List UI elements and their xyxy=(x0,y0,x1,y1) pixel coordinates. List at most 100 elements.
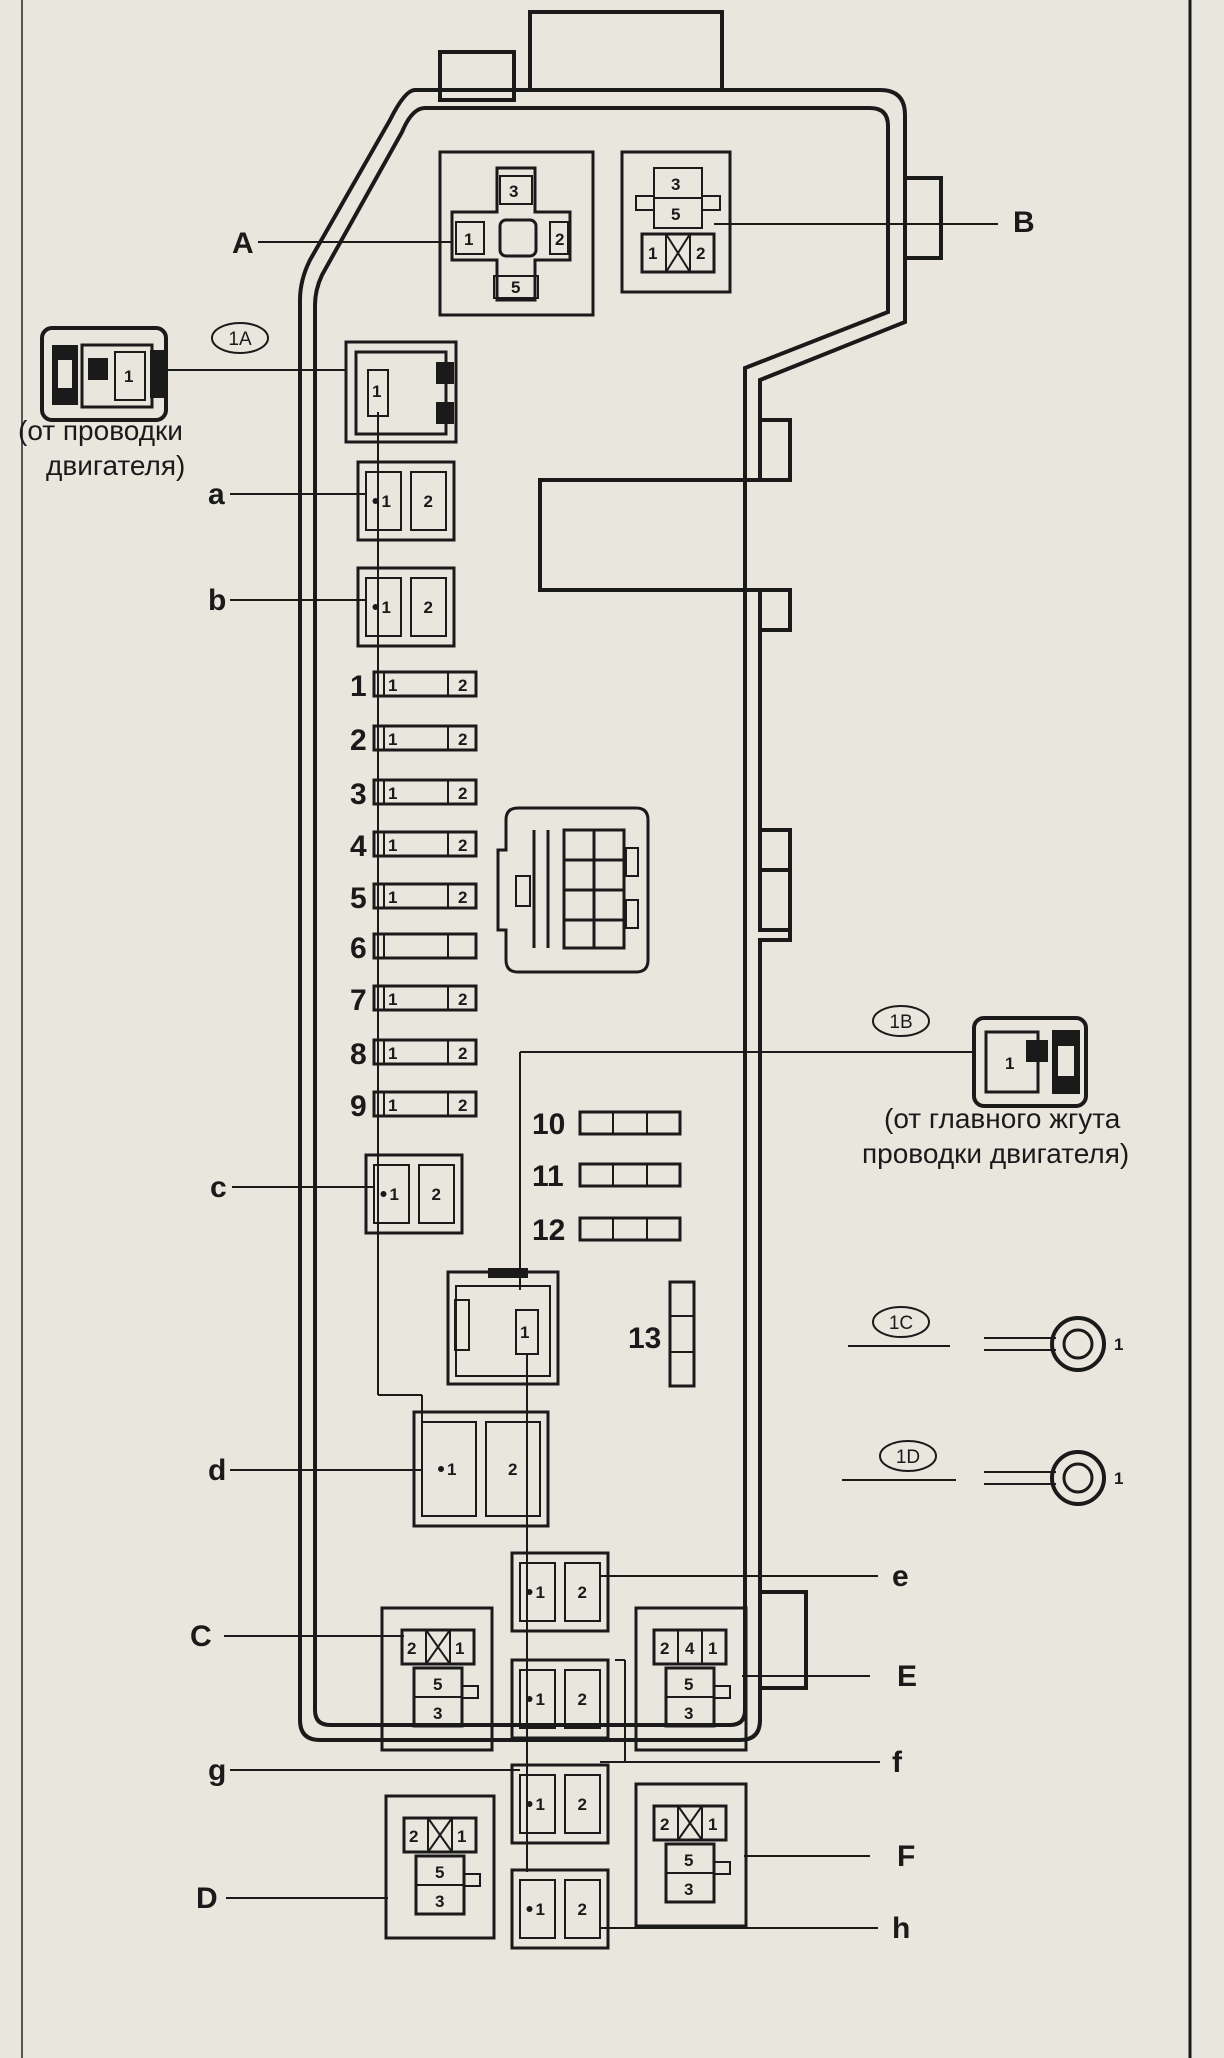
mini-fuse-5-pin-1: 1 xyxy=(388,888,397,907)
spare-fuse-13: 13 xyxy=(628,1280,696,1388)
fuse-g-pin-1: 1 xyxy=(536,1795,545,1814)
relay-C-label: C xyxy=(190,1620,212,1653)
mini-fuse-8-pin-1: 1 xyxy=(388,1044,397,1063)
relay-C-pin-1: 1 xyxy=(455,1639,464,1658)
fuse-f-pin-1: 1 xyxy=(536,1690,545,1709)
connector-1D-id: 1D xyxy=(896,1447,920,1468)
connector-1C-pin-1: 1 xyxy=(1114,1335,1123,1354)
mini-fuse-3-label: 3 xyxy=(350,778,367,811)
spare-fuse-10: 10 xyxy=(532,1108,682,1141)
spare-fuse-12-label: 12 xyxy=(532,1214,565,1247)
fuse-h-pin-2: 2 xyxy=(578,1900,587,1919)
relay-A-pin-5: 5 xyxy=(511,278,520,297)
relay-E-pin-1: 1 xyxy=(708,1639,717,1658)
fuse-d: 1 2 d xyxy=(208,1410,550,1528)
connector-1A-plug-pin-1: 1 xyxy=(124,367,133,386)
connector-1C: 1C 1 xyxy=(848,1306,1123,1372)
connector-1A-note-line2: двигателя) xyxy=(46,450,185,481)
fuse-c-label: c xyxy=(210,1171,227,1204)
connector-1B-plug-pin-1: 1 xyxy=(1005,1054,1014,1073)
fuse-g-pin-2: 2 xyxy=(578,1795,587,1814)
fuse-c-pin-1: 1 xyxy=(390,1185,399,1204)
fuse-h-label: h xyxy=(892,1912,910,1945)
fuse-e-pin-2: 2 xyxy=(578,1583,587,1602)
fuse-g: 1 2 g xyxy=(208,1754,610,1845)
mini-fuse-1-pin-2: 2 xyxy=(458,676,467,695)
mini-fuse-4-pin-2: 2 xyxy=(458,836,467,855)
mini-fuse-4-label: 4 xyxy=(350,830,367,863)
mini-fuse-6-label: 6 xyxy=(350,932,367,965)
central-multi-pin-connector xyxy=(496,806,650,974)
relay-E-pin-4: 4 xyxy=(685,1639,695,1658)
connector-1B-plug: 1 1B (от главного жгута проводки двигате… xyxy=(519,1005,1129,1290)
spare-fuses: 10 11 12 13 xyxy=(532,1108,696,1388)
fuse-e-pin-1: 1 xyxy=(536,1583,545,1602)
fuse-d-label: d xyxy=(208,1454,226,1487)
relay-E-pin-3: 3 xyxy=(684,1704,693,1723)
mini-fuse-3-pin-2: 2 xyxy=(458,784,467,803)
relay-F: 2 1 5 3 F xyxy=(634,1782,915,1928)
mini-fuse-9-pin-1: 1 xyxy=(388,1096,397,1115)
fuse-c-pin-2: 2 xyxy=(432,1185,441,1204)
relay-F-pin-2: 2 xyxy=(660,1815,669,1834)
block-housing xyxy=(298,10,943,1742)
connector-1B-note-line2: проводки двигателя) xyxy=(862,1138,1129,1169)
connector-1B-socket-pin-1: 1 xyxy=(520,1323,529,1342)
spare-fuse-13-label: 13 xyxy=(628,1322,661,1355)
connector-1C-id: 1C xyxy=(889,1313,913,1334)
spare-fuse-10-label: 10 xyxy=(532,1108,565,1141)
mini-fuse-9-pin-2: 2 xyxy=(458,1096,467,1115)
fuse-a-pin-2: 2 xyxy=(424,492,433,511)
mini-fuse-8-label: 8 xyxy=(350,1038,367,1071)
fuse-e-h-wiring xyxy=(615,1659,880,1763)
fuse-g-label: g xyxy=(208,1754,226,1787)
fuse-d-pin-2: 2 xyxy=(508,1460,517,1479)
fuse-f-label: f xyxy=(892,1746,903,1779)
fuse-d-pin-1: 1 xyxy=(447,1460,456,1479)
fuse-b-label: b xyxy=(208,584,226,617)
relay-A-label: A xyxy=(232,227,254,260)
mini-fuse-6: 6 xyxy=(350,932,478,965)
mini-fuse-5-pin-2: 2 xyxy=(458,888,467,907)
relay-D-pin-3: 3 xyxy=(435,1892,444,1911)
relay-D-label: D xyxy=(196,1882,218,1915)
relay-C: 2 1 5 3 C xyxy=(190,1606,494,1752)
relay-E-label: E xyxy=(897,1660,917,1693)
connector-1A-id: 1A xyxy=(228,329,252,350)
relay-E: 2 4 1 5 3 E xyxy=(634,1606,917,1752)
connector-1B-note-line1: (от главного жгута xyxy=(884,1103,1121,1134)
relay-A-pin-3: 3 xyxy=(509,182,518,201)
mini-fuse-1-label: 1 xyxy=(350,670,367,703)
relay-D: 2 1 5 3 D xyxy=(196,1794,496,1940)
connector-1A-note-line1: (от проводки xyxy=(18,415,183,446)
mini-fuse-8-pin-2: 2 xyxy=(458,1044,467,1063)
relay-B-pin-1: 1 xyxy=(648,244,657,263)
connector-1A-plug: 1 1A (от проводки двигателя) xyxy=(18,322,345,481)
relay-C-pin-2: 2 xyxy=(407,1639,416,1658)
fuse-a-pin-1: 1 xyxy=(382,492,391,511)
fuse-f-pin-2: 2 xyxy=(578,1690,587,1709)
relay-F-pin-3: 3 xyxy=(684,1880,693,1899)
spare-fuse-11: 11 xyxy=(532,1160,682,1193)
connector-1D: 1D 1 xyxy=(842,1440,1123,1506)
relay-A: 3 1 2 5 A xyxy=(232,150,595,317)
mini-fuse-7-pin-1: 1 xyxy=(388,990,397,1009)
spare-fuse-11-label: 11 xyxy=(532,1160,564,1193)
relay-F-pin-1: 1 xyxy=(708,1815,717,1834)
connector-1B-id: 1B xyxy=(889,1012,912,1033)
mini-fuse-7-label: 7 xyxy=(350,984,367,1017)
mini-fuse-2-pin-1: 1 xyxy=(388,730,397,749)
spare-fuse-12: 12 xyxy=(532,1214,682,1247)
relay-B-pin-2: 2 xyxy=(696,244,705,263)
